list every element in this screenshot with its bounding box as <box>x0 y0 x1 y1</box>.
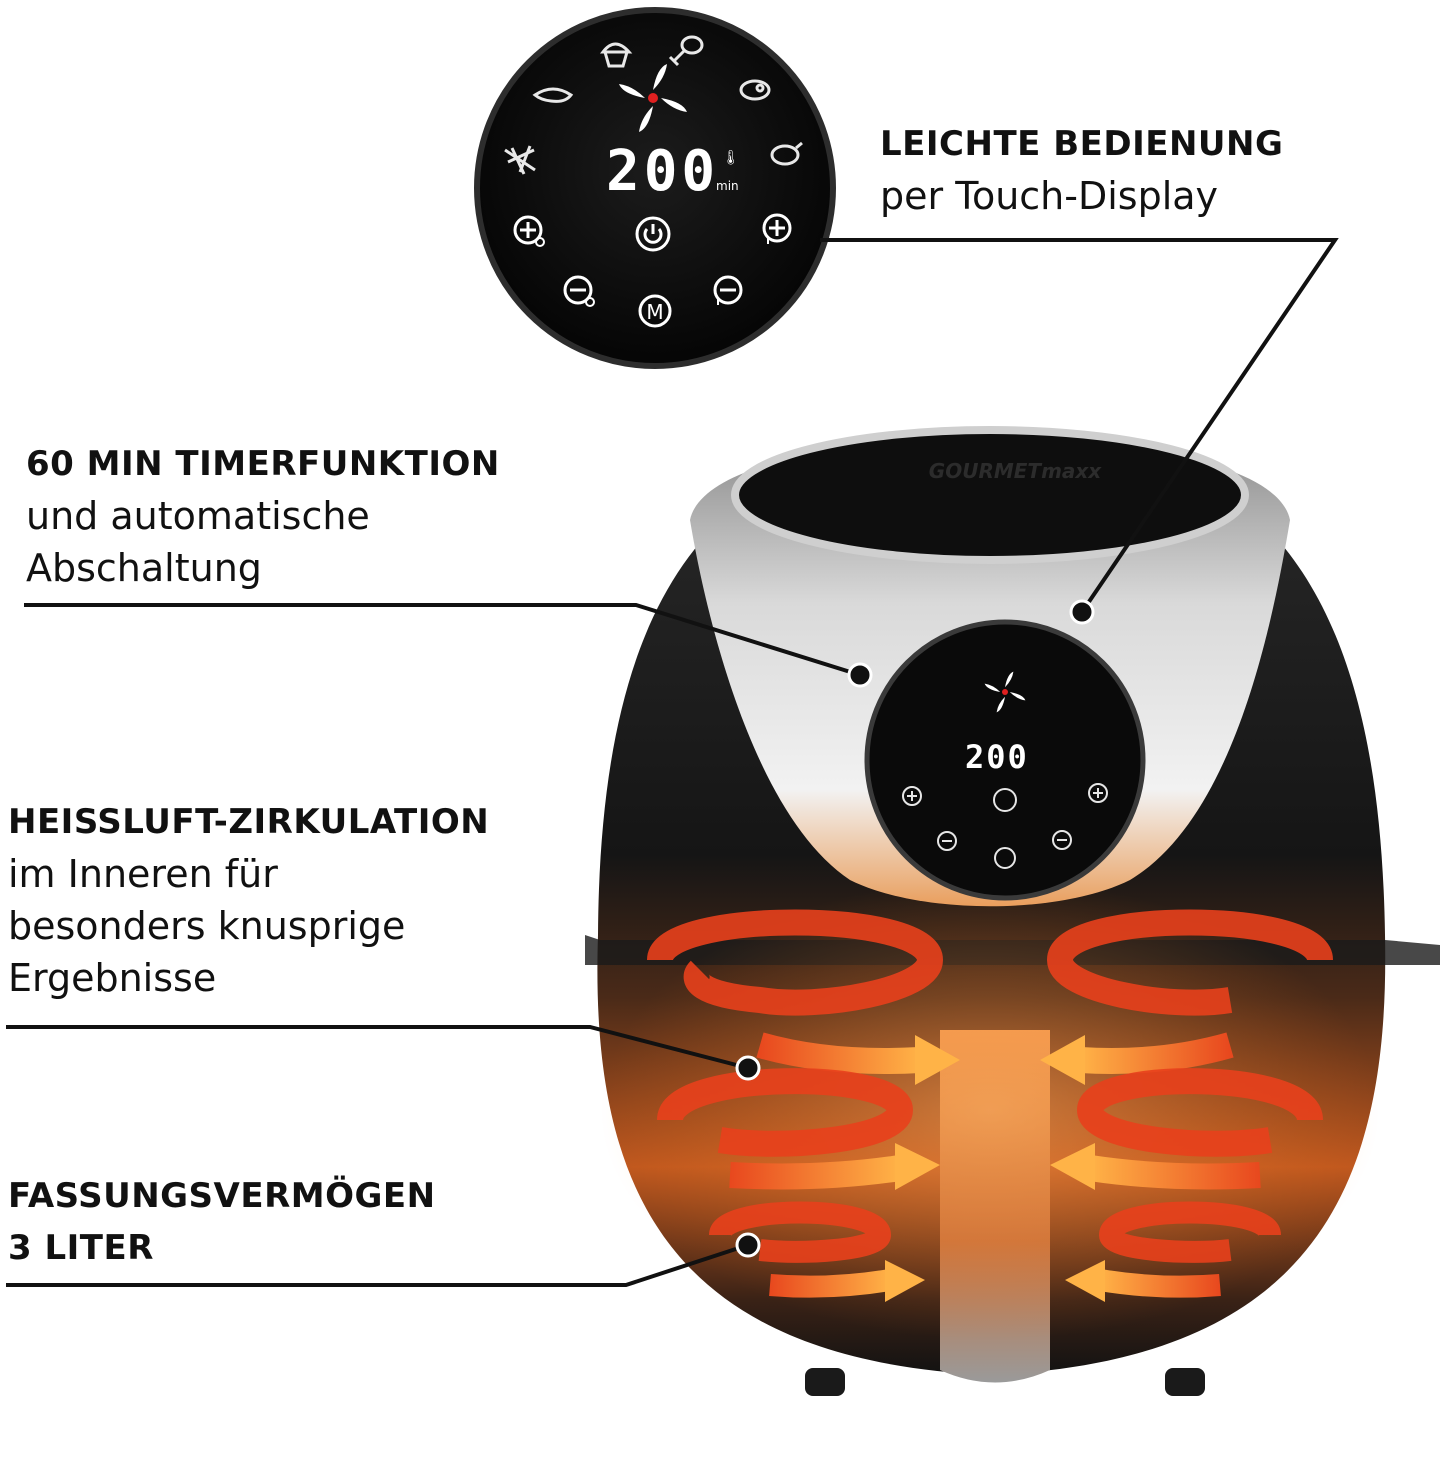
feature-title: LEICHTE BEDIENUNG <box>880 124 1284 164</box>
device-control-panel[interactable]: 200 <box>864 619 1146 901</box>
thermometer-icon: 🌡 <box>722 150 740 166</box>
fries-icon[interactable] <box>504 145 536 175</box>
chicken-leg-icon[interactable] <box>668 35 704 67</box>
feature-title: HEISSLUFT-ZIRKULATION <box>8 802 490 842</box>
plus-timer-icon[interactable] <box>513 215 545 247</box>
feature-text: und automatische Abschaltung <box>26 494 370 590</box>
feature-text: im Inneren für besonders knusprige Ergeb… <box>8 852 406 1000</box>
mode-button[interactable] <box>638 294 672 328</box>
feature-title: 60 MIN TIMERFUNKTION <box>26 444 500 484</box>
feature-zirkulation: HEISSLUFT-ZIRKULATION im Inneren für bes… <box>8 796 489 1004</box>
leader-dots <box>735 599 1095 1258</box>
minus-timer-icon[interactable] <box>563 275 595 307</box>
steak-icon[interactable] <box>739 79 771 101</box>
feature-text: 3 LITER <box>8 1228 154 1268</box>
air-fryer: GOURMETmaxx 200 <box>585 426 1440 1396</box>
feature-bedienung: LEICHTE BEDIENUNG per Touch-Display <box>880 118 1283 222</box>
shrimp-icon[interactable] <box>532 87 574 103</box>
feature-fassung: FASSUNGSVERMÖGEN 3 LITER <box>8 1170 436 1274</box>
brand-logo: GOURMETmaxx <box>929 459 1103 483</box>
muffin-icon[interactable] <box>599 42 633 68</box>
feature-text: per Touch-Display <box>880 174 1219 218</box>
device-display-value: 200 <box>965 738 1029 776</box>
leader-lines <box>6 238 1339 1287</box>
heat-circulation-arrows <box>647 909 1333 1302</box>
plus-temp-icon[interactable] <box>762 213 792 244</box>
minus-temp-icon[interactable] <box>713 275 743 305</box>
feature-title: FASSUNGSVERMÖGEN <box>8 1176 436 1216</box>
roast-chicken-icon[interactable] <box>770 141 803 166</box>
power-icon[interactable] <box>635 216 671 252</box>
feature-timer: 60 MIN TIMERFUNKTION und automatische Ab… <box>26 438 500 594</box>
display-unit: min <box>716 179 739 193</box>
mode-button-label: M <box>646 300 663 324</box>
fan-icon <box>619 64 687 132</box>
display-value: 200 <box>606 139 719 204</box>
zoomed-control-panel: 200 🌡 min M <box>474 7 836 369</box>
